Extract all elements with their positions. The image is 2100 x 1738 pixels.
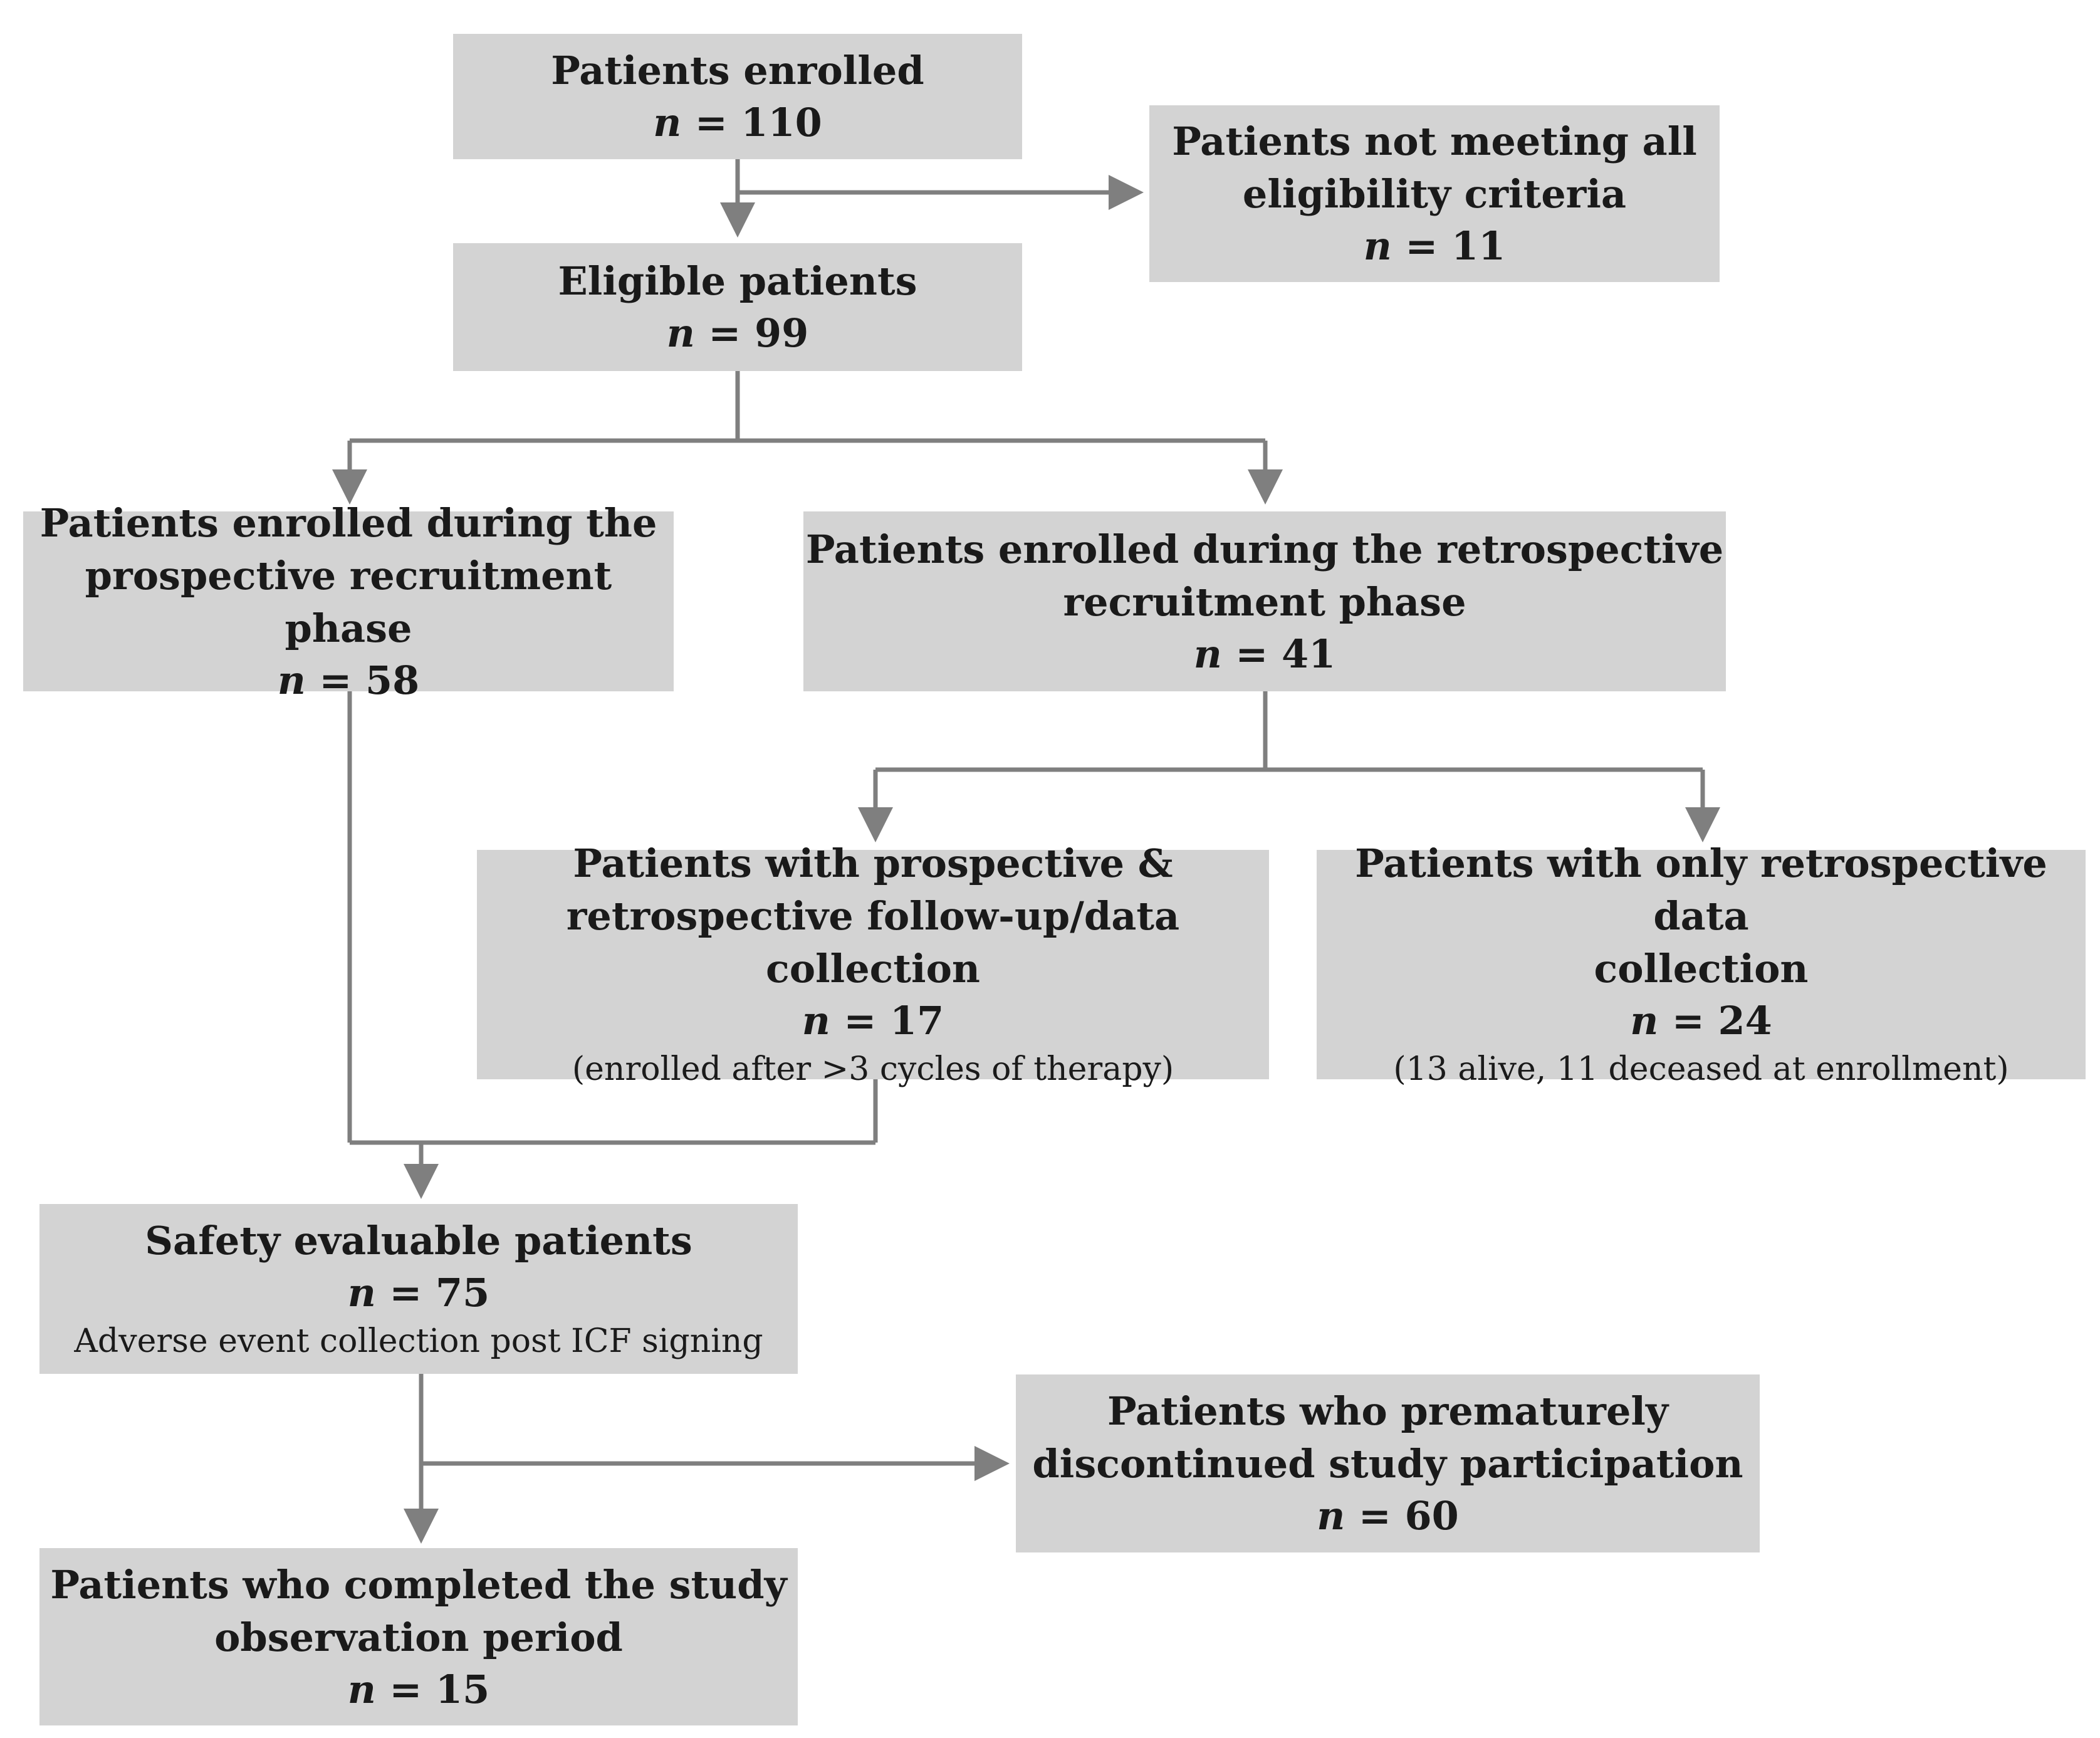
box-safety-evaluable: Safety evaluable patients n = 75 Adverse… bbox=[39, 1204, 798, 1374]
box-prospective-phase: Patients enrolled during the prospective… bbox=[23, 500, 674, 703]
box-count: n = 17 bbox=[802, 998, 944, 1044]
box-count: n = 41 bbox=[1193, 631, 1336, 677]
box-title: Patients enrolled bbox=[551, 48, 924, 93]
box-discontinued: Patients who prematurely discontinued st… bbox=[1016, 1374, 1760, 1552]
box-count: n = 15 bbox=[347, 1666, 490, 1712]
box-note: Adverse event collection post ICF signin… bbox=[74, 1322, 763, 1360]
box-count: n = 75 bbox=[347, 1269, 490, 1316]
box-title: Eligible patients bbox=[558, 258, 917, 304]
box-completed: Patients who completed the study observa… bbox=[39, 1548, 798, 1725]
box-title-line-1: Patients who completed the study bbox=[50, 1561, 787, 1608]
box-patients-enrolled: Patients enrolled n = 110 bbox=[453, 34, 1022, 159]
box-not-eligible: Patients not meeting all eligibility cri… bbox=[1149, 105, 1720, 282]
box-title-line-2: collection bbox=[1594, 946, 1809, 992]
box-title-line-2: discontinued study participation bbox=[1032, 1441, 1743, 1487]
box-title-line-1: Patients who prematurely bbox=[1107, 1388, 1668, 1434]
box-note: (13 alive, 11 deceased at enrollment) bbox=[1393, 1050, 2009, 1088]
box-title-line-2: retrospective follow-up/data collection bbox=[566, 893, 1180, 992]
box-title-line-2: observation period bbox=[214, 1614, 623, 1660]
box-prospective-retrospective-followup: Patients with prospective & retrospectiv… bbox=[477, 840, 1269, 1088]
box-title-line-1: Patients enrolled during the bbox=[39, 500, 657, 546]
box-only-retrospective: Patients with only retrospective data co… bbox=[1317, 840, 2086, 1088]
box-title-line-2: eligibility criteria bbox=[1242, 171, 1627, 217]
box-title-line-1: Patients enrolled during the retrospecti… bbox=[805, 526, 1724, 572]
box-title-line-1: Patients not meeting all bbox=[1172, 118, 1697, 164]
box-eligible-patients: Eligible patients n = 99 bbox=[453, 243, 1022, 371]
box-title-line-2: recruitment phase bbox=[1063, 578, 1466, 625]
box-retrospective-phase: Patients enrolled during the retrospecti… bbox=[803, 511, 1726, 691]
box-title-line-1: Patients with prospective & bbox=[573, 840, 1173, 886]
box-count: n = 110 bbox=[653, 100, 822, 145]
box-count: n = 58 bbox=[277, 657, 420, 703]
box-count: n = 99 bbox=[666, 310, 809, 356]
box-count: n = 24 bbox=[1630, 998, 1772, 1044]
box-title-line-1: Patients with only retrospective data bbox=[1355, 840, 2047, 939]
box-note: (enrolled after >3 cycles of therapy) bbox=[572, 1050, 1174, 1088]
box-title-line-2: prospective recruitment phase bbox=[85, 552, 612, 651]
box-count: n = 60 bbox=[1317, 1493, 1459, 1539]
box-title: Safety evaluable patients bbox=[145, 1217, 692, 1264]
box-count: n = 11 bbox=[1363, 223, 1506, 269]
